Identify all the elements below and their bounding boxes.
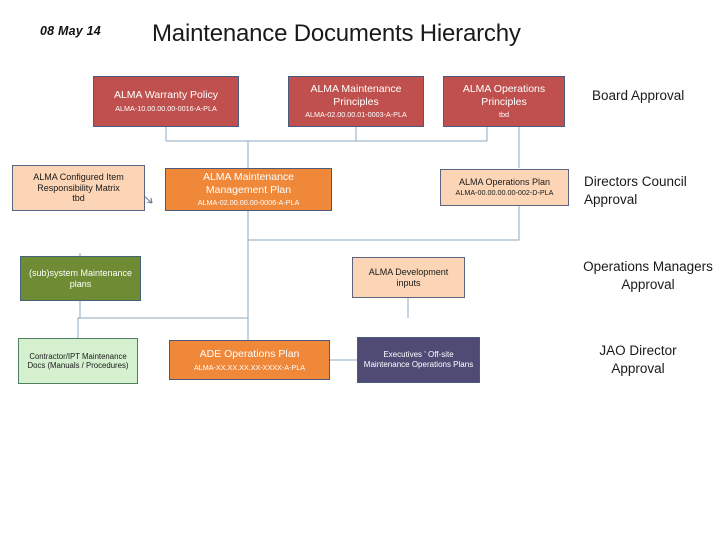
node-alma-maintenance-management-plan[interactable]: ALMA Maintenance Management Plan ALMA-02… bbox=[165, 168, 332, 211]
node-title: ALMA Warranty Policy bbox=[113, 89, 219, 102]
node-title: ALMA Operations Principles bbox=[462, 82, 546, 108]
node-code: tbd bbox=[72, 193, 85, 204]
connector-opsplan-to-bus bbox=[248, 206, 520, 241]
approval-label-directors-council: Directors Council Approval bbox=[584, 174, 687, 207]
node-title: (sub)system Maintenance plans bbox=[28, 267, 133, 289]
node-executives-offsite-maintenance-operations-plans[interactable]: Executives ' Off-site Maintenance Operat… bbox=[357, 337, 480, 383]
node-alma-warranty-policy[interactable]: ALMA Warranty Policy ALMA-10.00.00.00-00… bbox=[93, 76, 239, 127]
node-alma-development-inputs[interactable]: ALMA Development inputs bbox=[352, 257, 465, 298]
node-title: ALMA Development inputs bbox=[368, 266, 449, 288]
arrow-matrix-to-mmp bbox=[143, 195, 153, 204]
node-title: Contractor/IPT Maintenance Docs (Manuals… bbox=[27, 351, 129, 371]
approval-label-operations-managers: Operations Managers Approval bbox=[583, 259, 713, 292]
node-code: ALMA-00.00.00.00-002-D-PLA bbox=[455, 188, 554, 198]
node-contractor-ipt-maintenance-docs[interactable]: Contractor/IPT Maintenance Docs (Manuals… bbox=[18, 338, 138, 384]
node-alma-operations-plan[interactable]: ALMA Operations Plan ALMA-00.00.00.00-00… bbox=[440, 169, 569, 206]
node-title: ALMA Configured Item Responsibility Matr… bbox=[33, 171, 124, 193]
approval-label-board: Board Approval bbox=[592, 88, 685, 103]
node-alma-configured-item-responsibility-matrix[interactable]: ALMA Configured Item Responsibility Matr… bbox=[12, 165, 145, 211]
node-code: ALMA-02.00.00.00-0006-A-PLA bbox=[197, 198, 300, 208]
node-title: ALMA Maintenance Management Plan bbox=[202, 170, 295, 196]
node-code: ALMA-02.00.00.01-0003-A-PLA bbox=[305, 110, 407, 120]
node-title: ADE Operations Plan bbox=[199, 347, 300, 360]
page-title: Maintenance Documents Hierarchy bbox=[152, 20, 521, 47]
node-title: ALMA Operations Plan bbox=[458, 177, 551, 188]
date-stamp: 08 May 14 bbox=[40, 24, 101, 38]
node-title: ALMA Maintenance Principles bbox=[310, 82, 402, 108]
node-subsystem-maintenance-plans[interactable]: (sub)system Maintenance plans bbox=[20, 256, 141, 301]
approval-label-jao-director: JAO Director Approval bbox=[599, 343, 677, 376]
node-title: Executives ' Off-site Maintenance Operat… bbox=[363, 350, 474, 369]
node-alma-maintenance-principles[interactable]: ALMA Maintenance Principles ALMA-02.00.0… bbox=[288, 76, 424, 127]
node-alma-operations-principles[interactable]: ALMA Operations Principles tbd bbox=[443, 76, 565, 127]
node-ade-operations-plan[interactable]: ADE Operations Plan ALMA-XX.XX.XX.XX-XXX… bbox=[169, 340, 330, 380]
connector-subsystem-to-contractor bbox=[77, 301, 81, 340]
node-code: tbd bbox=[499, 110, 509, 120]
node-code: ALMA-XX.XX.XX.XX-XXXX-A-PLA bbox=[193, 362, 306, 372]
node-code: ALMA-10.00.00.00-0016-A-PLA bbox=[115, 104, 217, 113]
